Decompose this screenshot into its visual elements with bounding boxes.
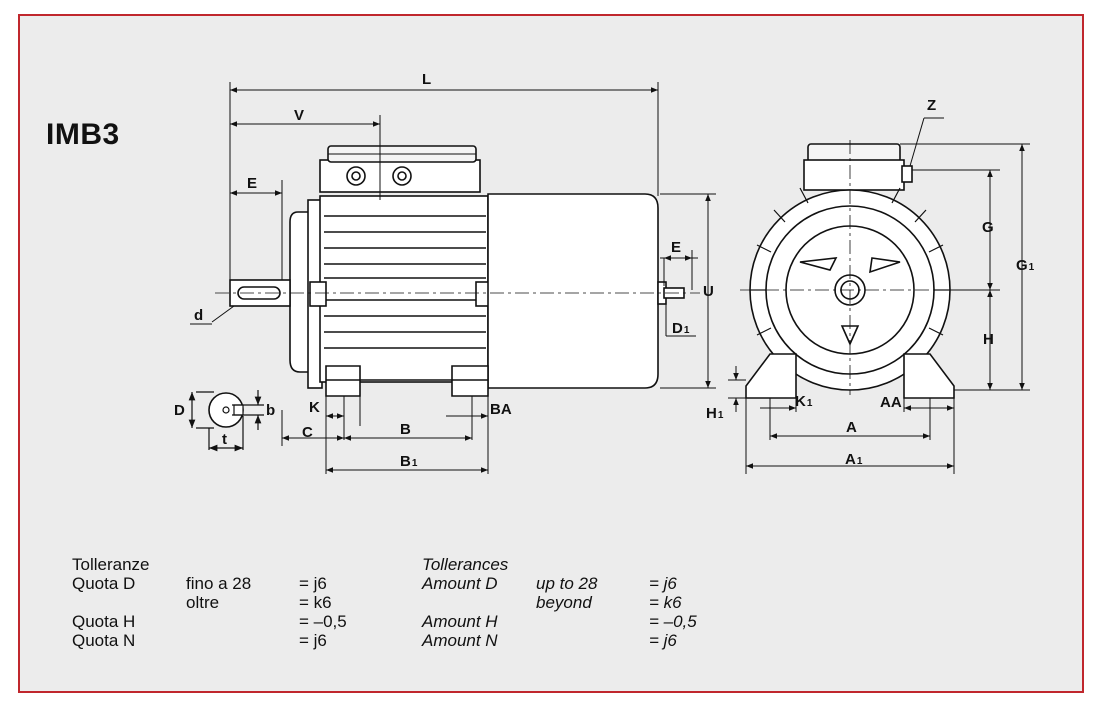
- dim-label-G: G: [982, 219, 994, 236]
- dim-label-AA: AA: [880, 394, 902, 411]
- front-view-dimensions: [728, 117, 1030, 474]
- dim-label-K1: K1: [795, 393, 813, 410]
- dim-label-b: b: [266, 402, 275, 419]
- dim-label-C: C: [302, 424, 313, 441]
- dim-label-D1: D1: [672, 320, 690, 337]
- front-view-motor: [740, 140, 960, 399]
- side-view-dimensions: [190, 82, 716, 474]
- tol-en-row4-label: Amount N: [422, 631, 498, 650]
- tol-it-row3-label: Quota H: [72, 612, 136, 631]
- dim-label-L: L: [422, 71, 431, 88]
- tol-en-row1-label: Amount D: [422, 574, 498, 593]
- tol-en-row1-val: = j6: [649, 574, 677, 593]
- dim-label-Z: Z: [927, 97, 936, 114]
- tol-it-row1-label: Quota D: [72, 574, 136, 593]
- dim-label-A1: A1: [845, 451, 863, 468]
- tol-it-row4-val: = j6: [299, 631, 327, 650]
- tolerances-en-heading: Tollerances: [422, 555, 509, 574]
- shaft-section-detail: [188, 390, 264, 452]
- page-title: IMB3: [46, 118, 120, 151]
- tol-it-row1-val: = j6: [299, 574, 327, 593]
- tolerances-it-heading: Tolleranze: [72, 555, 150, 574]
- dim-label-BA: BA: [490, 401, 512, 418]
- side-view-motor: [215, 145, 700, 397]
- dim-label-K: K: [309, 399, 320, 416]
- tol-it-row3-val: = –0,5: [299, 612, 347, 631]
- dim-label-E-left: E: [247, 175, 257, 192]
- dim-label-D: D: [174, 402, 185, 419]
- tol-en-row2-cond: beyond: [536, 593, 592, 612]
- dim-label-H: H: [983, 331, 994, 348]
- tol-it-row4-label: Quota N: [72, 631, 136, 650]
- tol-it-row2-cond: oltre: [186, 593, 220, 612]
- dim-label-d: d: [194, 307, 203, 324]
- tol-en-row2-val: = k6: [649, 593, 682, 612]
- dim-label-V: V: [294, 107, 304, 124]
- tol-en-row3-val: = –0,5: [649, 612, 697, 631]
- dim-label-B1: B1: [400, 453, 418, 470]
- dim-label-t: t: [222, 431, 227, 448]
- tol-it-row2-val: = k6: [299, 593, 332, 612]
- tol-it-row1-cond: fino a 28: [186, 574, 252, 593]
- tol-en-row3-label: Amount H: [422, 612, 498, 631]
- tol-en-row1-cond: up to 28: [536, 574, 598, 593]
- dim-label-G1: G1: [1016, 257, 1035, 274]
- dim-label-E-right: E: [671, 239, 681, 256]
- dim-label-B: B: [400, 421, 411, 438]
- dim-label-H1: H1: [706, 405, 724, 422]
- dim-label-A: A: [846, 419, 857, 436]
- tol-en-row4-val: = j6: [649, 631, 677, 650]
- dim-label-U: U: [703, 283, 714, 300]
